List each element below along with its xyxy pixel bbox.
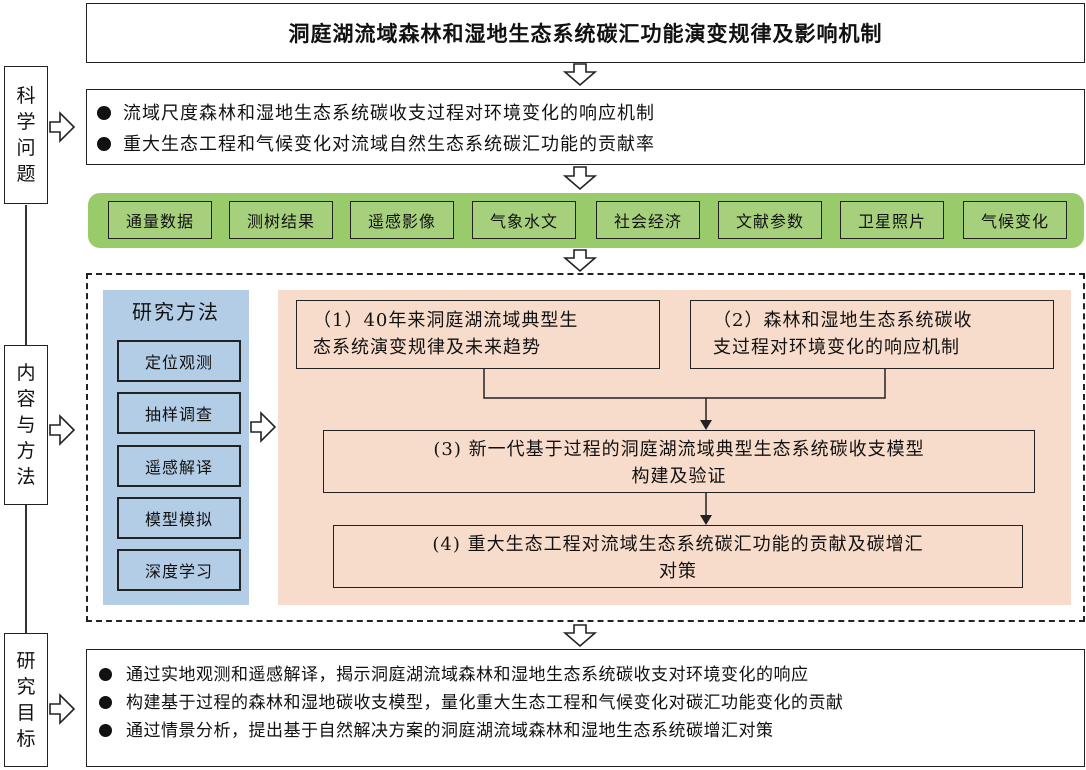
research-goals-box: 通过实地观测和遥感解译，揭示洞庭湖流域森林和湿地生态系统碳收支对环境变化的响应 … [86, 649, 1085, 767]
right-arrow-icon [49, 111, 76, 143]
bullet-dot [97, 137, 111, 151]
methods-title: 研究方法 [132, 300, 220, 324]
goal-item: 通过情景分析，提出基于自然解决方案的洞庭湖流域森林和湿地生态系统碳增汇对策 [99, 717, 1084, 745]
method-item: 抽样调查 [117, 392, 241, 434]
science-questions-box: 流域尺度森林和湿地生态系统碳收支过程对环境变化的响应机制 重大生态工程和气候变化… [86, 89, 1085, 165]
methods-panel: 研究方法 定位观测 抽样调查 遥感解译 模型模拟 深度学习 [103, 290, 249, 605]
right-arrow-icon [49, 693, 76, 725]
method-item: 深度学习 [117, 549, 241, 591]
goal-item: 通过实地观测和遥感解译，揭示洞庭湖流域森林和湿地生态系统碳收支对环境变化的响应 [99, 661, 1084, 689]
label-research-goal: 研究目标 [4, 633, 48, 767]
research-content-panel: （1）40年来洞庭湖流域典型生态系统演变规律及未来趋势 （2）森林和湿地生态系统… [278, 290, 1071, 605]
data-source-chip: 遥感影像 [350, 201, 454, 239]
left-connector-line [25, 505, 27, 633]
label-science-question: 科学问题 [4, 66, 48, 204]
data-sources-band: 通量数据 测树结果 遥感影像 气象水文 社会经济 文献参数 卫星照片 气候变化 [88, 193, 1084, 248]
method-item: 遥感解译 [117, 445, 241, 487]
bullet-dot [99, 724, 112, 737]
content-box-3: (3) 新一代基于过程的洞庭湖流域典型生态系统碳收支模型构建及验证 [323, 430, 1035, 493]
science-question-item: 重大生态工程和气候变化对流域自然生态系统碳汇功能的贡献率 [97, 129, 1084, 160]
method-item: 模型模拟 [117, 497, 241, 539]
label-research-goal-text: 研究目标 [16, 650, 36, 750]
content-box-1: （1）40年来洞庭湖流域典型生态系统演变规律及未来趋势 [296, 300, 660, 369]
label-content-method-text: 内容与方法 [16, 362, 36, 488]
diagram-title: 洞庭湖流域森林和湿地生态系统碳汇功能演变规律及影响机制 [86, 3, 1085, 63]
down-arrow-icon [562, 166, 598, 191]
method-item: 定位观测 [117, 340, 241, 382]
down-arrow-icon [562, 249, 598, 273]
content-box-4: (4) 重大生态工程对流域生态系统碳汇功能的贡献及碳增汇对策 [333, 525, 1023, 588]
label-content-method: 内容与方法 [4, 345, 48, 505]
right-arrow-icon [49, 414, 76, 446]
data-source-chip: 卫星照片 [840, 201, 944, 239]
data-source-chip: 测树结果 [229, 201, 333, 239]
data-source-chip: 气象水文 [472, 201, 576, 239]
bullet-dot [99, 668, 112, 681]
data-source-chip: 社会经济 [596, 201, 700, 239]
label-science-question-text: 科学问题 [16, 85, 36, 185]
data-source-chip: 通量数据 [108, 201, 212, 239]
bullet-dot [99, 696, 112, 709]
data-source-chip: 气候变化 [963, 201, 1067, 239]
down-arrow-icon [562, 63, 598, 87]
left-connector-line [25, 205, 27, 345]
goal-item: 构建基于过程的森林和湿地碳收支模型，量化重大生态工程和气候变化对碳汇功能变化的贡… [99, 689, 1084, 717]
down-arrow-icon [562, 624, 598, 648]
science-question-item: 流域尺度森林和湿地生态系统碳收支过程对环境变化的响应机制 [97, 98, 1084, 129]
content-box-2: （2）森林和湿地生态系统碳收支过程对环境变化的响应机制 [690, 300, 1054, 369]
bullet-dot [97, 106, 111, 120]
data-source-chip: 文献参数 [718, 201, 822, 239]
